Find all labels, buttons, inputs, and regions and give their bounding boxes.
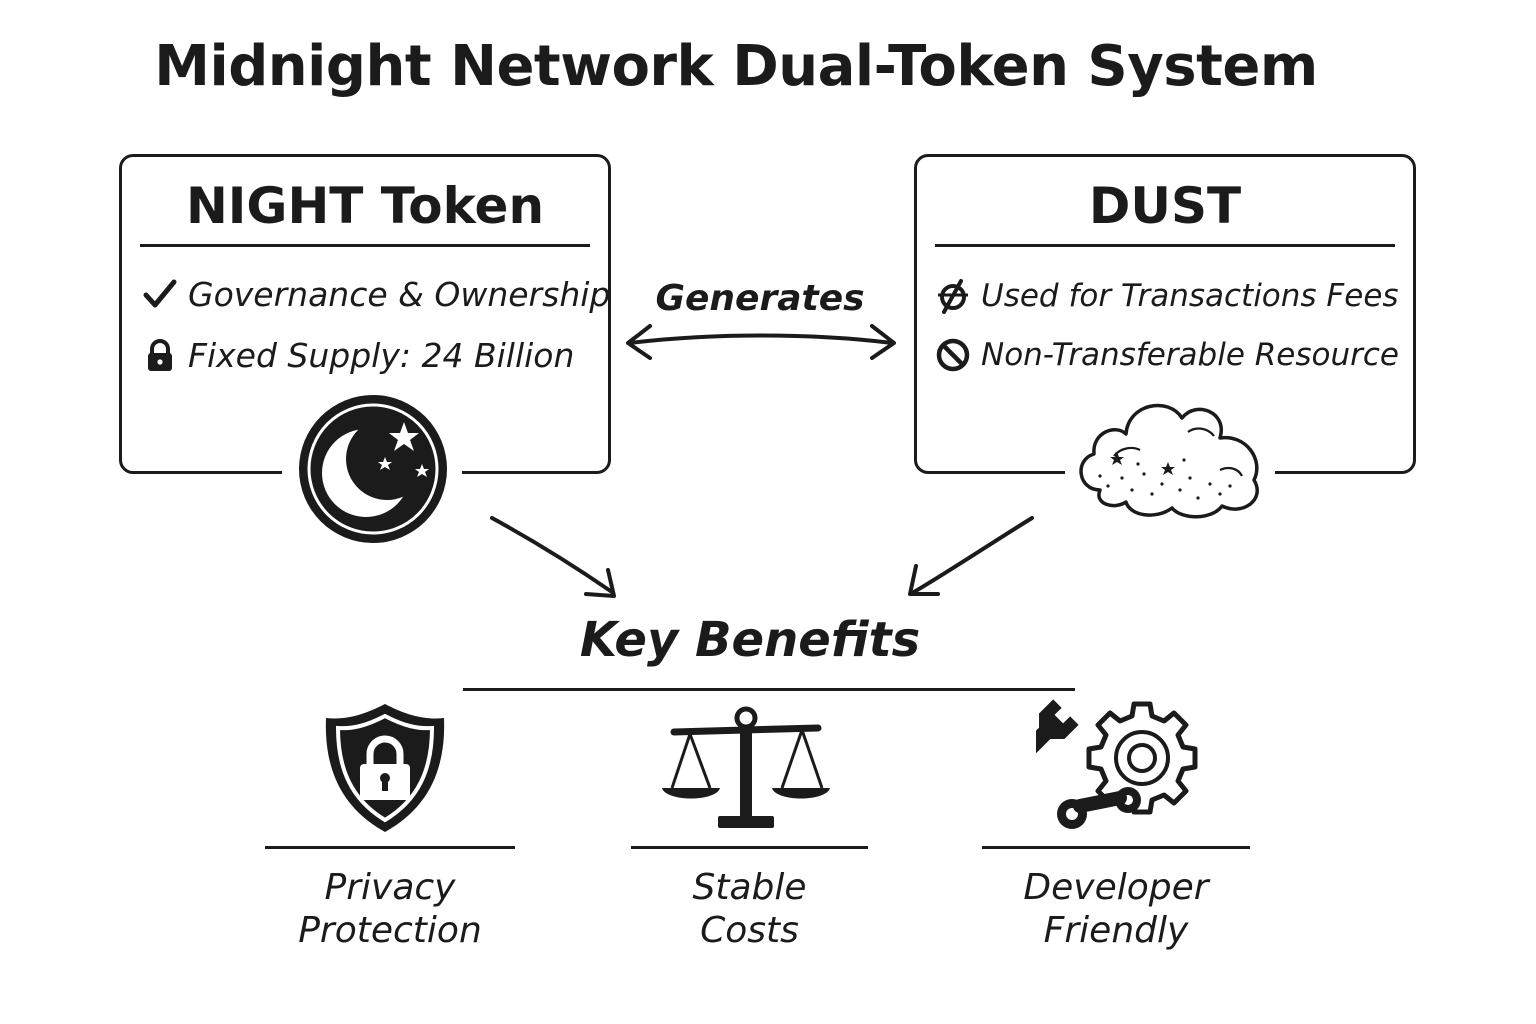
wrench-gear-icon (1036, 699, 1198, 829)
crossed-out-circle-icon (938, 279, 968, 314)
developer-friendly-divider (982, 846, 1250, 849)
checkmark-icon (143, 279, 177, 308)
lock-icon (148, 339, 172, 371)
prohibited-icon (936, 338, 970, 372)
dust-title: DUST (1088, 177, 1242, 235)
dust-feature-label: Non-Transferable Resource (981, 337, 1399, 373)
night-feature-supply: Fixed Supply: 24 Billion (142, 335, 574, 375)
dust-feature-fees: Used for Transactions Fees (935, 276, 1399, 316)
dust-to-benefits-arrow (908, 516, 1034, 596)
dust-feature-nontransferable: Non-Transferable Resource (935, 335, 1399, 375)
privacy-divider (265, 846, 515, 849)
balance-scale-icon (662, 706, 830, 828)
stable-costs-divider (631, 846, 868, 849)
night-to-benefits-arrow (490, 516, 616, 598)
key-benefits-heading: Key Benefits (579, 612, 921, 668)
benefit-privacy-label: Privacy Protection (298, 867, 482, 951)
generates-label: Generates (655, 278, 865, 319)
benefit-stable-costs-label: Stable Costs (692, 867, 807, 951)
dust-cloud-icon (1079, 403, 1259, 519)
night-feature-label: Governance & Ownership (188, 274, 611, 314)
benefit-developer-friendly-label: Developer Friendly (1023, 867, 1209, 951)
night-feature-label: Fixed Supply: 24 Billion (188, 335, 575, 375)
moon-stars-icon (299, 395, 447, 543)
page-title: Midnight Network Dual-Token System (154, 34, 1318, 99)
shield-lock-icon (325, 704, 445, 832)
dust-feature-label: Used for Transactions Fees (981, 278, 1399, 314)
bidirectional-arrow (626, 324, 896, 360)
dust-title-divider (935, 244, 1395, 247)
night-feature-governance: Governance & Ownership (142, 274, 610, 314)
night-token-title: NIGHT Token (185, 177, 545, 235)
key-benefits-divider (463, 688, 1075, 691)
night-title-divider (140, 244, 590, 247)
